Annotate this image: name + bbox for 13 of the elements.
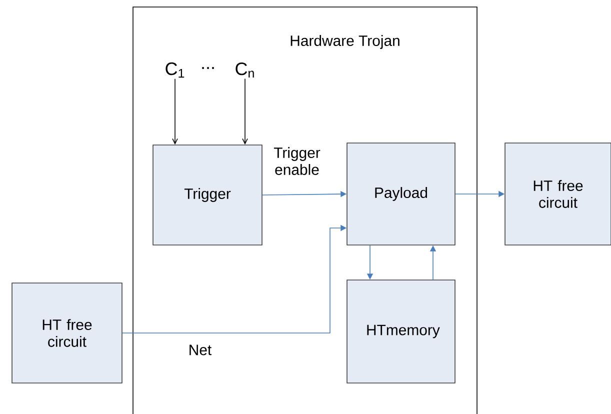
edge-label: Trigger enable (274, 147, 320, 175)
arrow (172, 78, 178, 145)
block-box: HTmemory (346, 280, 456, 384)
block-box: HT free circuit (504, 142, 611, 246)
edge-label: Net (190, 344, 212, 356)
arrow (242, 78, 248, 145)
ellipsis-label: ... (202, 67, 214, 69)
title-label: Hardware Trojan (290, 35, 400, 49)
signal-label: C$_{n}$ (236, 62, 254, 78)
block-box: HT free circuit (12, 282, 122, 384)
signal-label: C$_{1}$ (166, 62, 184, 78)
block-box: Payload (346, 142, 456, 246)
block-box: Trigger (152, 144, 262, 246)
